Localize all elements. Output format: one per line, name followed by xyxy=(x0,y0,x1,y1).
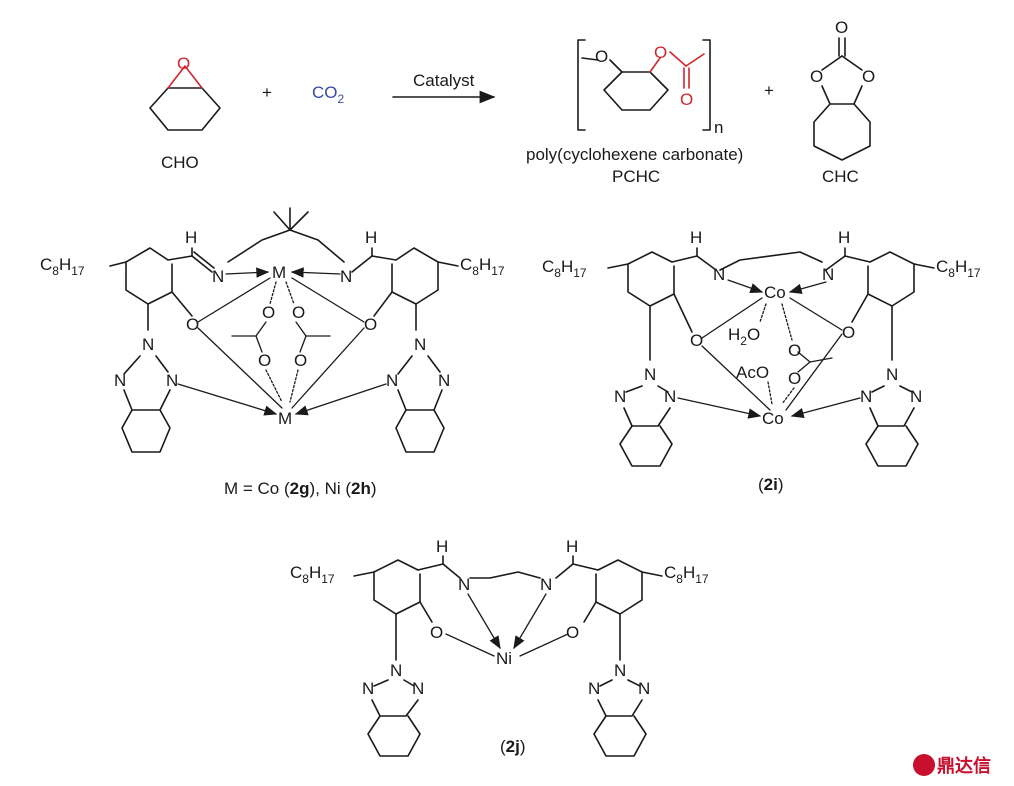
2i-acetate-label: AcO xyxy=(736,363,769,382)
complex-2j: H N H N Ni O C8H17 O C8H17 N N N N xyxy=(290,537,709,757)
2i-o-acetate-1: O xyxy=(788,341,801,360)
2gh-o-acetate-3: O xyxy=(258,351,271,370)
2j-btz-right-n3: N xyxy=(638,679,650,698)
2j-o-left: O xyxy=(430,623,443,642)
2gh-btz-left-n2: N xyxy=(114,371,126,390)
brand-logo-icon xyxy=(913,754,935,776)
complex-2gh: H N H N M O C8H17 O C8H17 O O xyxy=(40,207,505,498)
2i-btz-right-n1: N xyxy=(886,365,898,384)
2gh-metal-bottom: M xyxy=(278,409,292,428)
co2-reagent: CO2 xyxy=(312,83,345,106)
2gh-caption: M = Co (2g), Ni (2h) xyxy=(224,479,377,498)
2i-btz-left-n1: N xyxy=(644,365,656,384)
2j-h-left: H xyxy=(436,537,448,556)
brand-watermark: 鼎达信 xyxy=(913,754,991,777)
chc-oxygen-right: O xyxy=(862,67,875,86)
2j-o-right: O xyxy=(566,623,579,642)
chc-cyclic-carbonate: O O O CHC xyxy=(810,18,875,186)
svg-text:C8H17: C8H17 xyxy=(542,257,587,280)
2i-btz-left-n2: N xyxy=(614,387,626,406)
2i-caption: (2i) xyxy=(758,475,784,494)
2j-btz-right-n1: N xyxy=(614,661,626,680)
complex-2i: H N H N Co O C8H17 O C8H17 H2O O O xyxy=(542,228,981,494)
svg-text:C8H17: C8H17 xyxy=(460,255,505,278)
2j-btz-right-n2: N xyxy=(588,679,600,698)
polymer-oxygen-1: O xyxy=(595,47,608,66)
2i-o-acetate-2: O xyxy=(788,369,801,388)
2j-btz-left-n3: N xyxy=(412,679,424,698)
2j-caption: (2j) xyxy=(500,737,526,756)
polymer-abbreviation: PCHC xyxy=(612,167,660,186)
2gh-o-acetate-1: O xyxy=(262,303,275,322)
svg-text:C8H17: C8H17 xyxy=(290,563,335,586)
2i-co-bottom: Co xyxy=(762,409,784,428)
polymer-name: poly(cyclohexene carbonate) xyxy=(526,145,743,164)
2gh-h-left: H xyxy=(185,228,197,247)
2gh-o-acetate-4: O xyxy=(294,351,307,370)
polymer-oxygen-3: O xyxy=(680,90,693,109)
2i-n-left: N xyxy=(713,265,725,284)
chc-oxygen-left: O xyxy=(810,67,823,86)
reaction-arrow: Catalyst xyxy=(392,71,496,104)
2gh-o-phenolate-right: O xyxy=(364,315,377,334)
2j-h-right: H xyxy=(566,537,578,556)
2j-metal: Ni xyxy=(496,649,512,668)
polymer-oxygen-2: O xyxy=(654,43,667,62)
cyclohexene-oxide: O CHO xyxy=(149,54,221,172)
2i-btz-right-n2: N xyxy=(860,387,872,406)
2j-n-right: N xyxy=(540,575,552,594)
cho-label: CHO xyxy=(161,153,199,172)
2gh-o-acetate-2: O xyxy=(292,303,305,322)
arrow-label: Catalyst xyxy=(413,71,475,90)
svg-text:H2O: H2O xyxy=(728,325,760,348)
2gh-btz-right-n3: N xyxy=(438,371,450,390)
2i-h-left: H xyxy=(690,228,702,247)
plus-sign-1: + xyxy=(262,83,272,102)
2gh-btz-left-n1: N xyxy=(142,335,154,354)
2j-btz-left-n1: N xyxy=(390,661,402,680)
2gh-btz-right-n1: N xyxy=(414,335,426,354)
2gh-h-right: H xyxy=(365,228,377,247)
2gh-metal-top: M xyxy=(272,263,286,282)
brand-name: 鼎达信 xyxy=(937,755,991,777)
svg-text:C8H17: C8H17 xyxy=(936,257,981,280)
2gh-n-right: N xyxy=(340,267,352,286)
2j-btz-left-n2: N xyxy=(362,679,374,698)
chc-oxygen-top: O xyxy=(835,18,848,37)
2i-btz-right-n3: N xyxy=(910,387,922,406)
2gh-n-left: N xyxy=(212,267,224,286)
2i-n-right: N xyxy=(822,265,834,284)
svg-text:C8H17: C8H17 xyxy=(664,563,709,586)
2i-h-right: H xyxy=(838,228,850,247)
2i-co-top: Co xyxy=(764,283,786,302)
chc-label: CHC xyxy=(822,167,859,186)
svg-text:CO2: CO2 xyxy=(312,83,345,106)
2i-o-phenolate-left: O xyxy=(690,331,703,350)
svg-text:C8H17: C8H17 xyxy=(40,255,85,278)
2gh-btz-right-n2: N xyxy=(386,371,398,390)
2i-o-phenolate-right: O xyxy=(842,323,855,342)
plus-sign-2: + xyxy=(764,81,774,100)
pchc-polymer: O O O n poly(cyclohexene carbonate) PCHC xyxy=(526,39,743,186)
epoxide-oxygen: O xyxy=(177,54,190,73)
polymer-repeat-n: n xyxy=(714,118,723,137)
2gh-o-phenolate-left: O xyxy=(186,315,199,334)
2gh-btz-left-n3: N xyxy=(166,371,178,390)
2j-n-left: N xyxy=(458,575,470,594)
